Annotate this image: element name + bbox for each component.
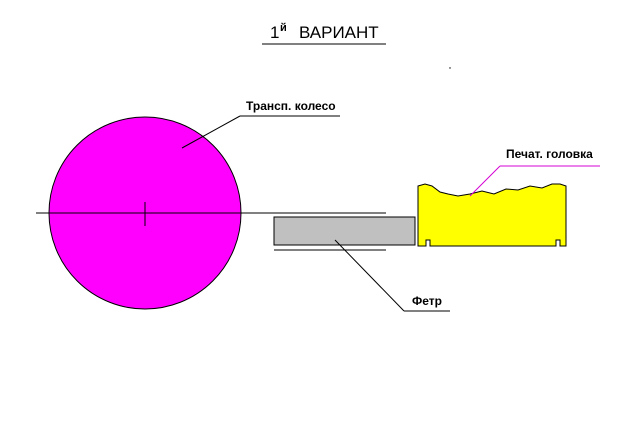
stray-dot [449,67,451,69]
felt-label: Фетр [412,294,442,308]
wheel-callout: Трансп. колесо [181,99,340,149]
head-label: Печат. головка [506,147,593,161]
felt-pad-rect [273,216,416,246]
print-head [417,183,567,247]
wheel-leader-line [181,115,241,149]
head-leader-line [469,165,501,197]
title-number: 1 [270,23,279,42]
felt-callout: Фетр [334,239,450,312]
felt-leader-line [334,239,405,312]
title-suffix: й [280,22,287,34]
head-callout: Печат. головка [469,147,600,197]
felt-pad [273,216,416,251]
wheel-label: Трансп. колесо [246,99,336,113]
print-head-shape [417,183,567,247]
diagram-title: 1 й ВАРИАНТ [262,22,386,45]
title-text: ВАРИАНТ [299,23,379,42]
